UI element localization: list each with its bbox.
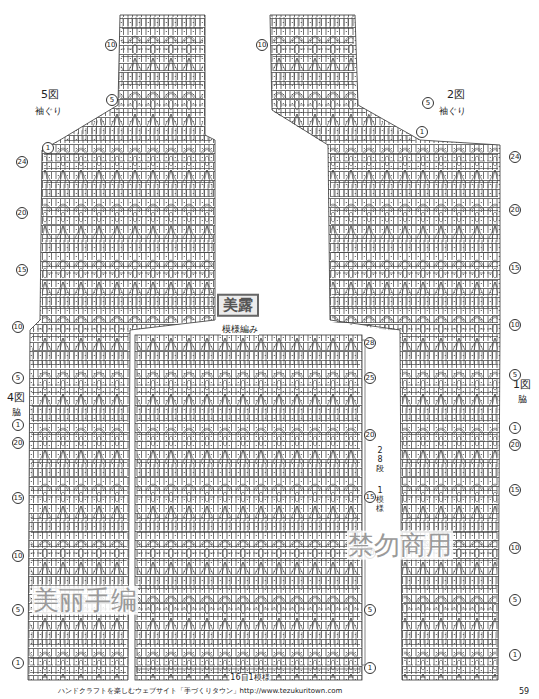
- vertical-label: 1模様: [375, 487, 385, 513]
- row-number: 1: [364, 662, 376, 674]
- watermark: 禁勿商用: [347, 531, 453, 560]
- row-number: 1: [509, 422, 521, 434]
- row-number: 1: [12, 657, 24, 669]
- row-number: 25: [364, 372, 376, 384]
- chart-label: 4図: [6, 392, 26, 404]
- row-number: 5: [422, 97, 434, 109]
- row-number: 20: [16, 207, 28, 219]
- row-number: 1: [416, 126, 428, 138]
- row-number: 5: [106, 94, 118, 106]
- row-number: 24: [16, 156, 28, 168]
- row-number: 15: [509, 484, 521, 496]
- chart-label: 5図: [40, 89, 60, 101]
- chart-label: 59: [518, 688, 530, 697]
- row-number: 10: [105, 39, 117, 51]
- chart-label: 袖ぐり: [438, 107, 467, 117]
- row-number: 1: [509, 649, 521, 661]
- row-number: 20: [364, 429, 376, 441]
- chart-label: ハンドクラフトを楽しむウェブサイト「手づくりタウン」http://www.tez…: [57, 688, 344, 696]
- row-number: 28: [364, 337, 376, 349]
- row-number: 10: [12, 321, 24, 333]
- row-number: 5: [12, 604, 24, 616]
- row-number: 10: [12, 550, 24, 562]
- chart-label: 袖ぐり: [34, 107, 63, 117]
- row-number: 10: [509, 542, 521, 554]
- row-number: 15: [12, 492, 24, 504]
- row-number: 15: [16, 264, 28, 276]
- chart-label: 模様編み: [221, 325, 259, 335]
- watermark-logo: 美露: [217, 294, 259, 317]
- vertical-label: 28段: [375, 447, 385, 473]
- row-number: 10: [509, 319, 521, 331]
- row-number: 20: [509, 439, 521, 451]
- row-number: 24: [509, 151, 521, 163]
- row-number: 1: [12, 419, 24, 431]
- row-number: 1: [42, 142, 54, 154]
- row-number: 15: [509, 262, 521, 274]
- row-number: 10: [256, 39, 268, 51]
- row-number: 20: [509, 204, 521, 216]
- row-number: 5: [12, 372, 24, 384]
- chart-label: 脇: [11, 408, 22, 418]
- row-number: 20: [12, 437, 24, 449]
- row-number: 5: [509, 594, 521, 606]
- chart-label: 2図: [446, 89, 466, 101]
- chart-label: 脇: [517, 395, 528, 405]
- row-number: 15: [364, 491, 376, 503]
- chart-label: 16目1模様: [229, 674, 270, 683]
- watermark: 美丽手编: [32, 586, 138, 615]
- row-number: 5: [509, 369, 521, 381]
- row-number: 5: [364, 604, 376, 616]
